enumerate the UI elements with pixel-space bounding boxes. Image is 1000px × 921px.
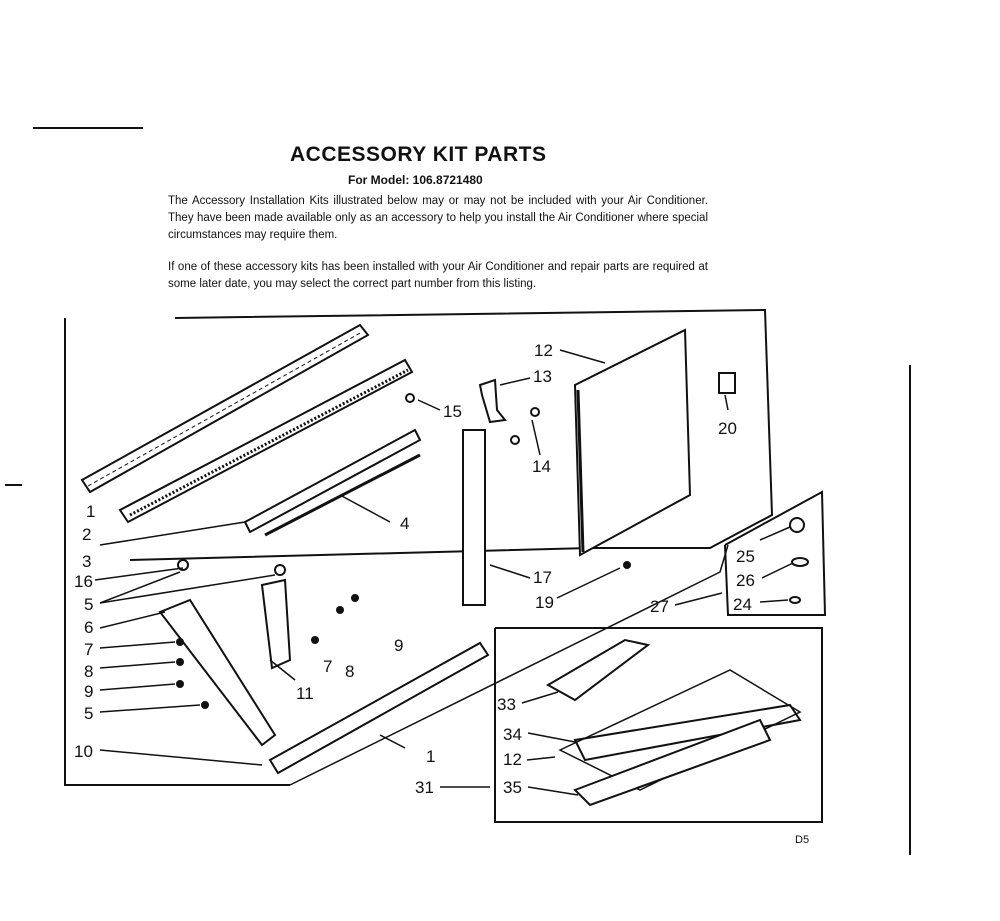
support-bracket-part [260, 578, 292, 670]
clip-26 [791, 557, 809, 567]
washer-8b [336, 606, 344, 614]
main-frame-top [129, 308, 774, 561]
callout-31: 31 [415, 778, 434, 797]
gasket-33 [545, 638, 651, 702]
callout-3: 3 [82, 552, 91, 571]
washer-7b [311, 636, 319, 644]
vertical-post-part [462, 429, 486, 606]
callout-7b: 7 [323, 657, 332, 676]
callout-9: 9 [84, 682, 93, 701]
leader-lines [94, 349, 794, 796]
callout-17: 17 [533, 568, 552, 587]
seal-34 [573, 703, 802, 762]
callout-19: 19 [535, 593, 554, 612]
bottom-rail-part [268, 641, 490, 775]
callout-14: 14 [532, 457, 551, 476]
page-title: ACCESSORY KIT PARTS [290, 143, 547, 166]
callout-35: 35 [503, 778, 522, 797]
bracket-part [478, 378, 507, 424]
strip-35 [573, 718, 772, 807]
callout-33: 33 [497, 695, 516, 714]
callout-20: 20 [718, 419, 737, 438]
screw-15 [405, 393, 415, 403]
main-frame [64, 318, 290, 786]
callout-5b: 5 [84, 704, 93, 723]
small-block-part [718, 372, 736, 394]
callout-12: 12 [534, 341, 553, 360]
callout-13: 13 [533, 367, 552, 386]
callout-26: 26 [736, 571, 755, 590]
washer-8 [176, 658, 184, 666]
nut-9b [351, 594, 359, 602]
channel-part [118, 358, 414, 524]
callout-25: 25 [736, 547, 755, 566]
side-panel-part [573, 328, 692, 557]
support-arm-part [158, 598, 277, 747]
callout-34: 34 [503, 725, 522, 744]
screw-5 [274, 564, 286, 576]
screw-5b [201, 701, 209, 709]
intro-paragraph: The Accessory Installation Kits illustra… [168, 195, 708, 241]
kit-31-box [494, 627, 823, 823]
callout-1: 1 [86, 502, 95, 521]
callout-27: 27 [650, 597, 669, 616]
screw-14b [510, 435, 520, 445]
callout-10: 10 [74, 742, 93, 761]
nut-9 [176, 680, 184, 688]
screw-16 [177, 559, 189, 571]
callout-9b: 9 [394, 636, 403, 655]
hardware-box [724, 490, 827, 616]
screw-24 [789, 596, 801, 604]
repair-paragraph: If one of these accessory kits has been … [168, 261, 708, 290]
callout-7: 7 [84, 640, 93, 659]
callout-2: 2 [82, 525, 91, 544]
callout-12b: 12 [503, 750, 522, 769]
screw-19 [623, 561, 631, 569]
callout-24: 24 [733, 595, 752, 614]
callout-11: 11 [296, 684, 314, 703]
callout-8b: 8 [345, 662, 354, 681]
knob-25 [789, 517, 805, 533]
washer-7 [176, 638, 184, 646]
model-number: For Model: 106.8721480 [348, 173, 483, 187]
callout-1b: 1 [426, 747, 435, 766]
page-code: D5 [795, 834, 809, 846]
callout-4: 4 [400, 514, 409, 533]
strip-part [243, 428, 422, 534]
screw-14 [530, 407, 540, 417]
main-frame-lower [289, 544, 729, 786]
callout-16: 16 [74, 572, 93, 591]
callout-5: 5 [84, 595, 93, 614]
callout-15: 15 [443, 402, 462, 421]
callout-6: 6 [84, 618, 93, 637]
callout-8: 8 [84, 662, 93, 681]
